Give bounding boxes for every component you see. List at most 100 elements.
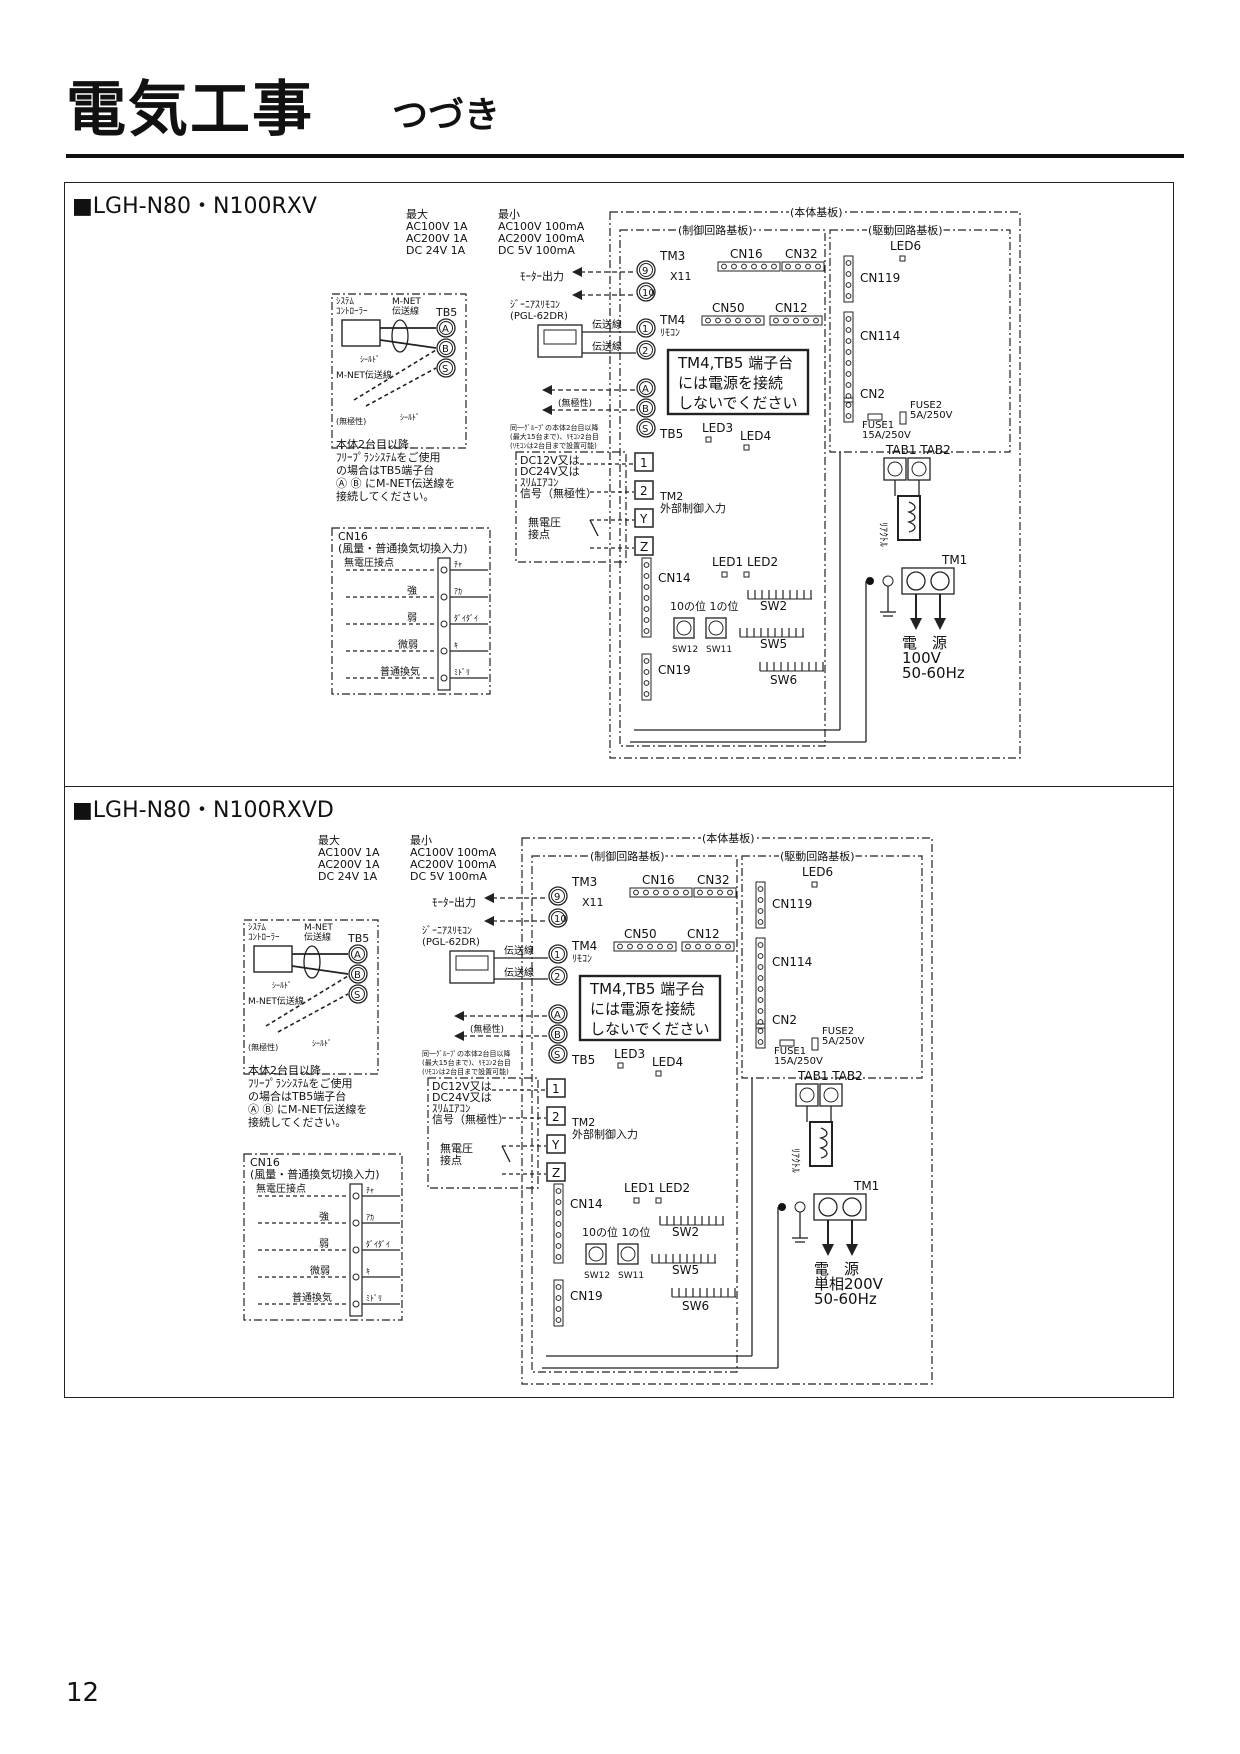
cn16-input-box bbox=[331, 527, 491, 695]
led6 bbox=[899, 255, 906, 262]
cn119-connector bbox=[755, 881, 766, 929]
main-board-outline bbox=[521, 837, 933, 1385]
speed-label: 弱 bbox=[407, 612, 417, 624]
digits-label: 10の位 1の位 bbox=[670, 599, 739, 613]
terminal-2-inner bbox=[551, 969, 565, 983]
dc-input-label: 信号（無極性） bbox=[520, 486, 597, 500]
group-note: (最大15台まで)、ﾘﾓｺﾝ2台目 bbox=[510, 432, 599, 441]
rating-min-value: DC 5V 100mA bbox=[498, 244, 575, 257]
ground-terminal bbox=[882, 575, 894, 587]
cn16-connector bbox=[629, 887, 693, 898]
led2 bbox=[655, 1197, 662, 1204]
terminal-A-label: A bbox=[642, 384, 649, 395]
second-unit-note: 接続してください。 bbox=[248, 1115, 346, 1129]
second-unit-note: の場合はTB5端子台 bbox=[248, 1089, 346, 1103]
remote-screen bbox=[455, 955, 489, 971]
cn2-connector bbox=[843, 397, 854, 423]
dc-input-label: 信号（無極性） bbox=[432, 1112, 509, 1126]
led1 bbox=[721, 571, 728, 578]
led1-led2-label: LED1 LED2 bbox=[712, 555, 778, 569]
control-board-outline bbox=[619, 229, 826, 747]
tm2-terminal-Y bbox=[546, 1134, 566, 1154]
cn114-connector-pin bbox=[845, 371, 852, 377]
cn12-connector bbox=[769, 315, 823, 326]
cn19-label: CN19 bbox=[570, 1289, 603, 1303]
cn14-connector-pin bbox=[643, 573, 650, 579]
fuse2-label: FUSE2 bbox=[910, 400, 942, 411]
x11-label: X11 bbox=[670, 270, 692, 283]
nonpolar-label: (無極性) bbox=[558, 397, 592, 409]
cn12-connector-pin bbox=[705, 943, 711, 950]
cn12-connector-pin bbox=[685, 943, 691, 950]
cn19-connector-pin bbox=[643, 669, 650, 675]
fuse1-label: FUSE1 bbox=[862, 420, 894, 431]
cn114-connector-pin bbox=[845, 360, 852, 366]
tm1-screw-n bbox=[930, 571, 950, 591]
section-1-model: ■LGH-N80・N100RXV bbox=[72, 194, 317, 219]
tab2-terminal bbox=[819, 1083, 843, 1107]
sw12-label: SW12 bbox=[584, 1271, 610, 1281]
tb5-arrow-a bbox=[454, 1011, 464, 1021]
second-unit-note: ﾌﾘｰﾌﾟﾗﾝｼｽﾃﾑをご使用 bbox=[248, 1076, 353, 1090]
warning-text: TM4,TB5 端子台 bbox=[589, 980, 705, 998]
terminal-A-inner bbox=[639, 381, 653, 395]
contact-label: 無電圧接点 bbox=[344, 556, 394, 569]
inner-terminal-B-label: B bbox=[442, 344, 449, 355]
power-arrow-n bbox=[934, 618, 946, 630]
tab1-screw bbox=[887, 461, 903, 477]
terminal-B-label: B bbox=[642, 404, 649, 415]
cn32-connector-pin bbox=[815, 263, 821, 270]
cn16-pin bbox=[352, 1246, 360, 1254]
shield-label: ｼｰﾙﾄﾞ bbox=[272, 981, 292, 990]
tm2-terminal-2-label: 2 bbox=[552, 1110, 560, 1124]
mnet-label: M-NET bbox=[304, 923, 333, 933]
second-unit-note: 本体2台目以降 bbox=[248, 1063, 321, 1077]
terminal-S-label: S bbox=[642, 424, 648, 435]
cn12-connector-pin bbox=[715, 943, 721, 950]
cn12-label: CN12 bbox=[775, 301, 808, 315]
cn16-label: CN16 bbox=[730, 247, 763, 261]
terminal-10-label: 10 bbox=[554, 914, 567, 925]
cn32-connector-pin bbox=[805, 263, 811, 270]
led6 bbox=[811, 881, 818, 888]
sw11-label: SW11 bbox=[706, 645, 732, 655]
cn50-connector-pin bbox=[667, 943, 673, 950]
dc-input-label: ｽﾘﾑｴｱｺﾝ bbox=[432, 1102, 471, 1115]
sw11-dial bbox=[708, 620, 724, 636]
cn114-connector-pin bbox=[845, 382, 852, 388]
fuse1-label: 15A/250V bbox=[774, 1056, 823, 1067]
cn50-connector-pin bbox=[637, 943, 643, 950]
led2 bbox=[743, 571, 750, 578]
cn119-connector-pin bbox=[757, 908, 764, 914]
inner-terminal-B-inner bbox=[439, 341, 453, 355]
cn12-connector-pin bbox=[695, 943, 701, 950]
rating-min-label: 最小 bbox=[498, 208, 520, 221]
inner-terminal-S-inner bbox=[351, 987, 365, 1001]
cn16-connector-pin bbox=[761, 263, 767, 270]
cn119-connector-pin bbox=[845, 282, 852, 288]
inner-terminal-A-inner bbox=[439, 321, 453, 335]
cn16-pin bbox=[352, 1300, 360, 1308]
cn16-pin bbox=[440, 593, 448, 601]
cn12-connector-pin bbox=[793, 317, 799, 324]
tb5-arrow-b bbox=[542, 405, 552, 415]
system-controller bbox=[341, 319, 381, 347]
dry-switch bbox=[589, 519, 599, 537]
mnet-wire-b bbox=[379, 339, 437, 349]
cn14-connector-pin bbox=[643, 606, 650, 612]
cn16-terminal-strip bbox=[349, 1183, 363, 1317]
tm2-terminal-1-label: 1 bbox=[640, 456, 648, 470]
group-note: 同一ｸﾞﾙｰﾌﾟの本体2台目以降 bbox=[422, 1049, 510, 1058]
rating-min-value: DC 5V 100mA bbox=[410, 870, 487, 883]
cn2-connector-pin bbox=[845, 402, 852, 408]
cn119-connector-pin bbox=[757, 897, 764, 903]
cn119-connector bbox=[843, 255, 854, 303]
drive-board-outline bbox=[741, 855, 923, 1079]
cn119-connector-pin bbox=[845, 260, 852, 266]
mnet-line-label: M-NET伝送線 bbox=[248, 995, 304, 1007]
drive-board-outline bbox=[829, 229, 1011, 453]
sw2-label: SW2 bbox=[760, 599, 787, 613]
rating-max-label: 最大 bbox=[406, 207, 428, 221]
cn12-connector-pin bbox=[725, 943, 731, 950]
cn32-connector-pin bbox=[727, 889, 733, 896]
